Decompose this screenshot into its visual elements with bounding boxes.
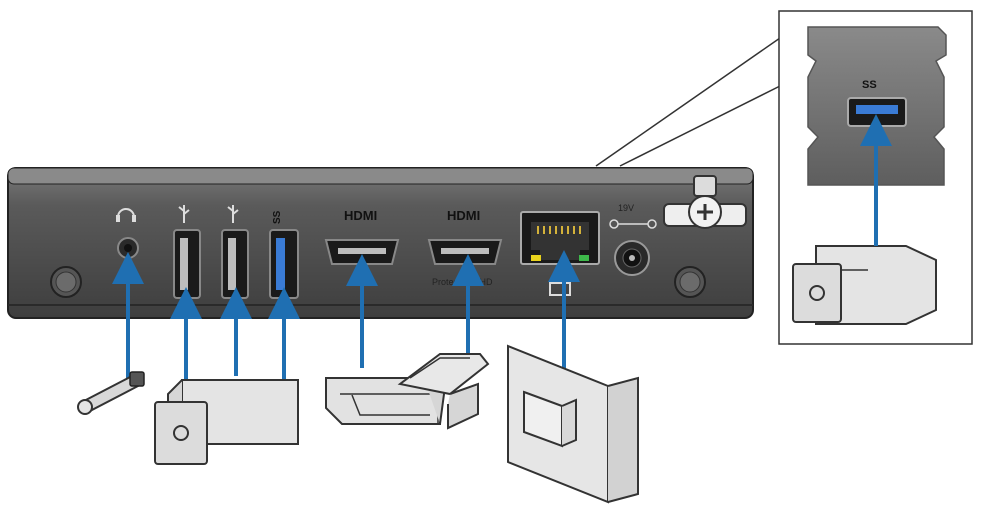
hdmi-port-1 [326, 240, 398, 264]
protected-uhd-label: Protected UHD [432, 277, 493, 287]
power-voltage-label: 19V [618, 203, 634, 213]
callout-lines [596, 38, 780, 166]
usb-cover-plug [155, 380, 298, 464]
usb-port-1 [174, 230, 200, 298]
mounting-hole-left [51, 267, 81, 297]
inset-usb3-port [848, 98, 906, 126]
usb3-port [270, 230, 298, 298]
hdmi-port-2 [429, 240, 501, 264]
audio-jack-plug [78, 372, 144, 414]
hdmi-label-2: HDMI [447, 208, 480, 223]
dc-power-jack [615, 241, 649, 275]
usb-port-2 [222, 230, 248, 298]
ethernet-port [521, 212, 599, 264]
inset-ss-label: SS [862, 79, 877, 91]
usb3-ss-icon: SS [272, 210, 283, 224]
ss-port-label: SS [272, 210, 283, 224]
hdmi-label-1: HDMI [344, 208, 377, 223]
ethernet-cover-plug [508, 346, 638, 502]
audio-jack-port [118, 238, 138, 258]
mounting-hole-right [675, 267, 705, 297]
